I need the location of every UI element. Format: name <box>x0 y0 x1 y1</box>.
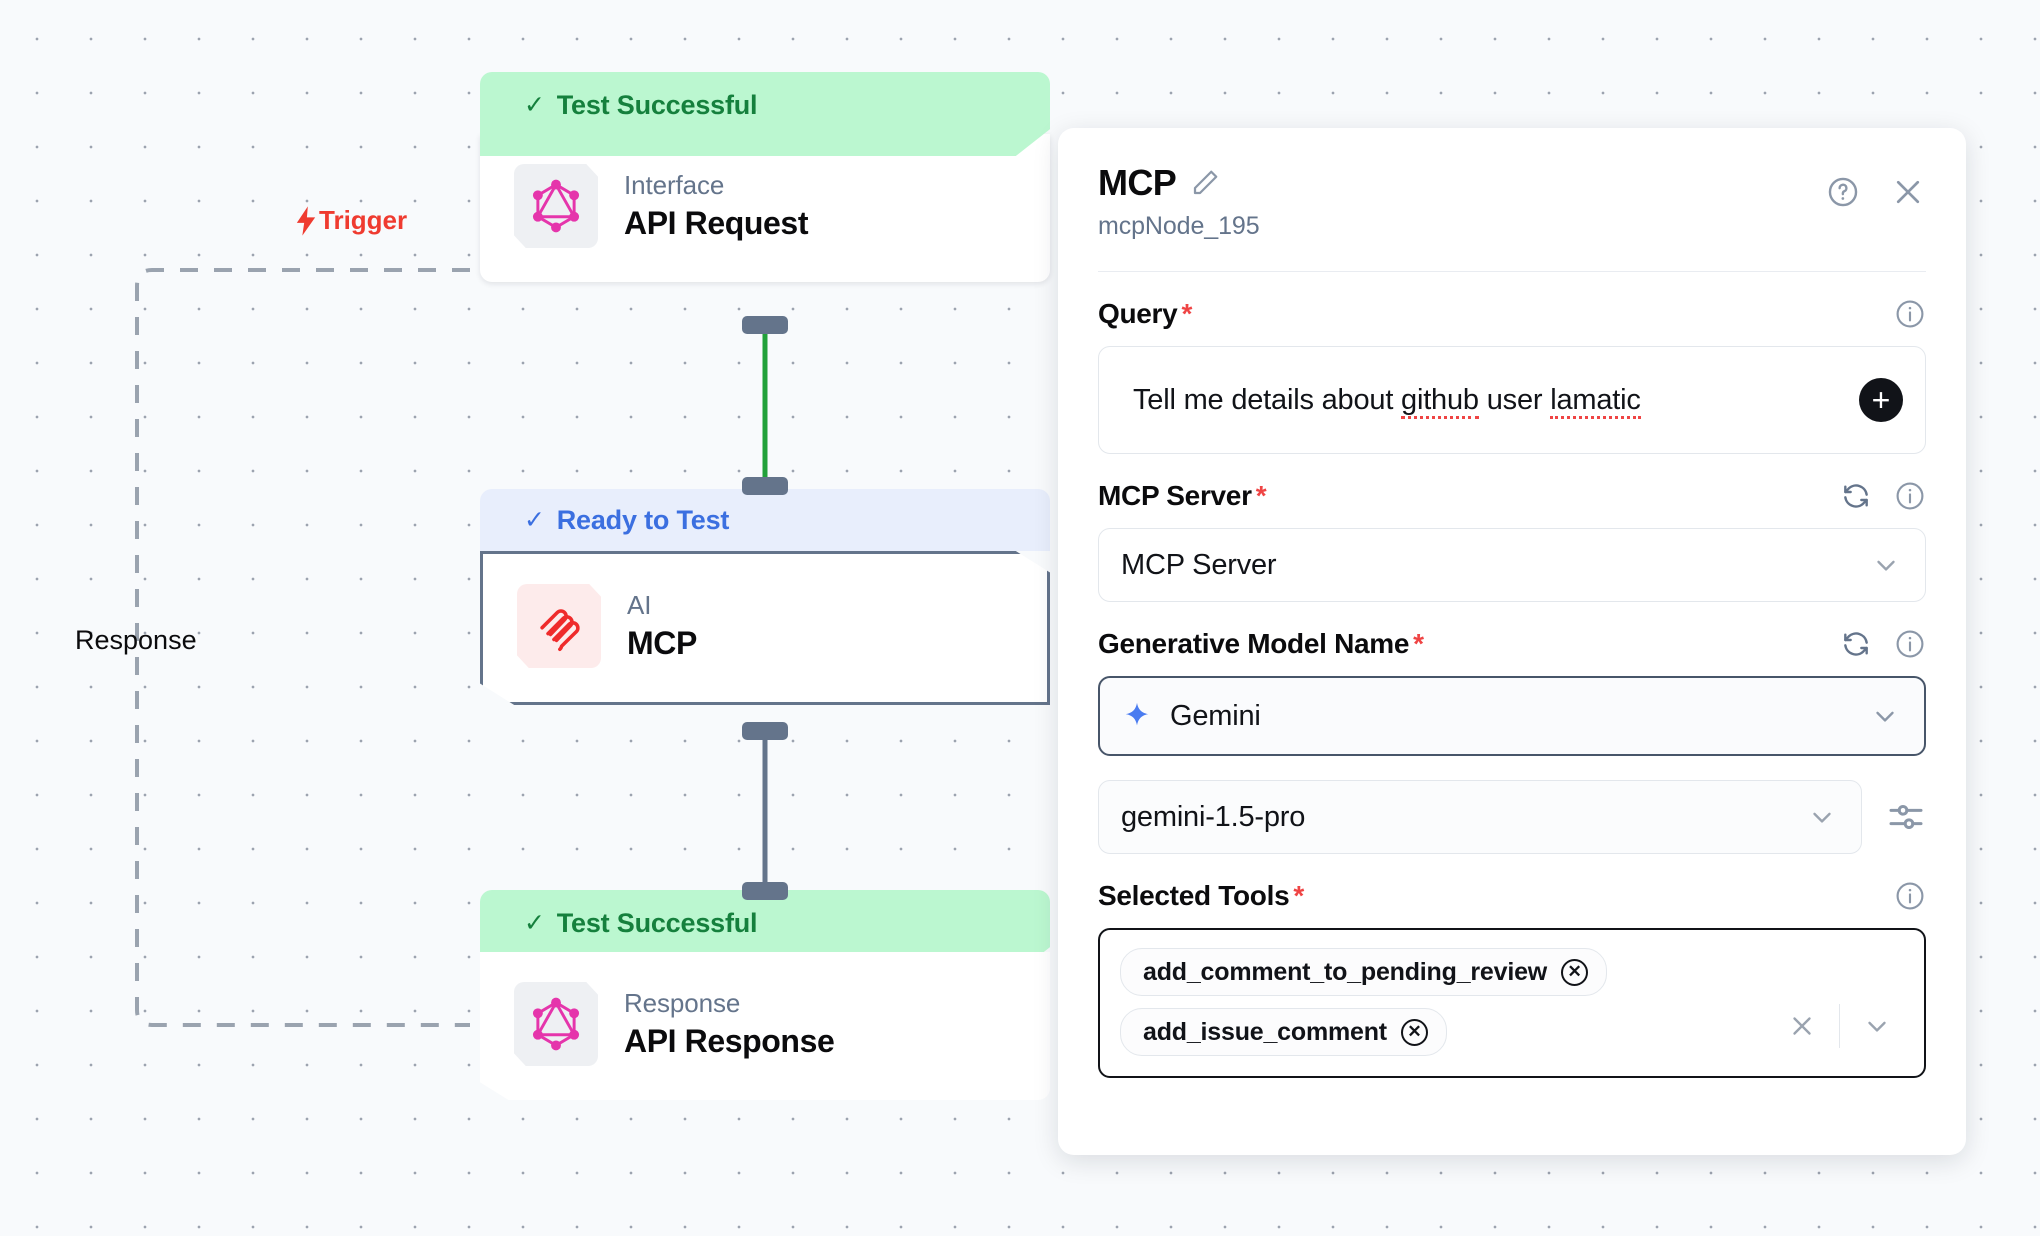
required-marker: * <box>1413 628 1424 659</box>
chevron-down-icon[interactable] <box>1840 1011 1906 1041</box>
info-icon[interactable] <box>1894 480 1926 512</box>
field-mcp-server: MCP Server * <box>1098 480 1926 602</box>
info-icon[interactable] <box>1894 298 1926 330</box>
node-status-text: Test Successful <box>556 90 758 120</box>
clear-tools-icon[interactable] <box>1765 1011 1839 1041</box>
info-icon[interactable] <box>1894 880 1926 912</box>
gemini-sparkle-icon <box>1122 701 1152 731</box>
mcp-server-value: MCP Server <box>1121 548 1277 581</box>
query-value: Tell me details about github user lamati… <box>1133 383 1641 419</box>
query-input[interactable]: Tell me details about github user lamati… <box>1098 346 1926 454</box>
generative-provider-value: Gemini <box>1170 699 1261 732</box>
refresh-icon[interactable] <box>1840 628 1872 660</box>
response-label: Response <box>75 625 197 655</box>
node-api-response[interactable]: ✓ Test Successful <box>480 890 1050 1100</box>
node-kind-label: Interface <box>624 170 725 200</box>
remove-tool-icon[interactable]: ✕ <box>1400 1018 1428 1046</box>
field-label-selected-tools: Selected Tools* <box>1098 880 1304 911</box>
close-icon[interactable] <box>1890 174 1926 210</box>
node-body[interactable]: AI MCP <box>480 551 1050 705</box>
node-status-badge: ✓ Test Successful <box>480 72 1050 156</box>
selected-tools-chips: add_comment_to_pending_review ✕ add_issu… <box>1120 948 1608 1056</box>
info-icon[interactable] <box>1894 628 1926 660</box>
page-title: MCP <box>1098 162 1177 203</box>
required-marker: * <box>1255 480 1267 511</box>
tool-chip-label: add_comment_to_pending_review <box>1143 957 1548 986</box>
mcp-server-select[interactable]: MCP Server <box>1098 528 1926 602</box>
field-label-mcp-server: MCP Server* <box>1098 480 1267 511</box>
remove-tool-icon[interactable]: ✕ <box>1561 958 1589 986</box>
check-icon: ✓ <box>524 909 545 937</box>
field-selected-tools: Selected Tools* <box>1098 880 1926 1078</box>
mcp-config-panel[interactable]: MCP mcpNode_195 <box>1058 128 1966 1155</box>
node-handle-in-mcp[interactable] <box>742 477 788 495</box>
node-body[interactable]: Response API Response <box>480 952 1050 1100</box>
add-variable-button[interactable]: + <box>1859 378 1903 422</box>
model-name-value: gemini-1.5-pro <box>1121 800 1306 833</box>
trigger-label-text: Trigger <box>319 205 408 235</box>
check-icon: ✓ <box>524 506 545 534</box>
panel-divider <box>1098 271 1926 272</box>
node-api-request[interactable]: ✓ Test Successful <box>480 72 1050 282</box>
node-body[interactable]: Interface API Request <box>480 134 1050 282</box>
lightning-icon <box>296 205 316 236</box>
spellcheck-word: github <box>1401 383 1479 419</box>
refresh-icon[interactable] <box>1840 480 1872 512</box>
chevron-down-icon <box>1807 802 1837 832</box>
field-label-generative-model: Generative Model Name* <box>1098 628 1424 659</box>
sliders-icon[interactable] <box>1886 797 1926 837</box>
selected-tools-select[interactable]: add_comment_to_pending_review ✕ add_issu… <box>1098 928 1926 1078</box>
field-query: Query* Tell me details about git <box>1098 298 1926 454</box>
spellcheck-word: lamatic <box>1550 383 1641 419</box>
node-kind-label: Response <box>624 988 741 1018</box>
chevron-down-icon <box>1870 701 1900 731</box>
node-title-label: MCP <box>627 625 697 661</box>
node-kind-label: AI <box>627 590 652 620</box>
pencil-icon[interactable] <box>1190 168 1220 198</box>
node-mcp[interactable]: ✓ Ready to Test AI MCP <box>480 489 1050 705</box>
generative-provider-select[interactable]: Gemini <box>1098 676 1926 756</box>
node-status-text: Ready to Test <box>556 504 730 535</box>
graphql-icon <box>514 982 598 1066</box>
required-marker: * <box>1181 298 1193 329</box>
tool-chip[interactable]: add_issue_comment ✕ <box>1120 1008 1447 1056</box>
check-icon: ✓ <box>524 91 545 119</box>
panel-header: MCP mcpNode_195 <box>1098 162 1926 241</box>
node-handle-out-request[interactable] <box>742 316 788 334</box>
graphql-icon <box>514 164 598 248</box>
tool-chip-label: add_issue_comment <box>1143 1017 1387 1046</box>
mcp-icon <box>517 584 601 668</box>
help-circle-icon[interactable] <box>1826 175 1860 209</box>
field-generative-model: Generative Model Name* <box>1098 628 1926 854</box>
node-title-label: API Response <box>624 1023 835 1059</box>
node-handle-out-mcp[interactable] <box>742 722 788 740</box>
divider <box>1839 1004 1840 1048</box>
node-status-badge: ✓ Ready to Test <box>480 489 1050 551</box>
required-marker: * <box>1293 880 1304 911</box>
node-status-text: Test Successful <box>556 908 758 938</box>
node-id-label: mcpNode_195 <box>1098 212 1260 240</box>
chevron-down-icon <box>1871 550 1901 580</box>
field-label-query: Query* <box>1098 298 1193 329</box>
model-name-select[interactable]: gemini-1.5-pro <box>1098 780 1862 854</box>
node-title-label: API Request <box>624 205 809 241</box>
node-handle-in-response[interactable] <box>742 882 788 900</box>
tool-chip[interactable]: add_comment_to_pending_review ✕ <box>1120 948 1608 996</box>
trigger-label: Trigger <box>295 205 407 236</box>
model-row: gemini-1.5-pro <box>1098 780 1926 854</box>
